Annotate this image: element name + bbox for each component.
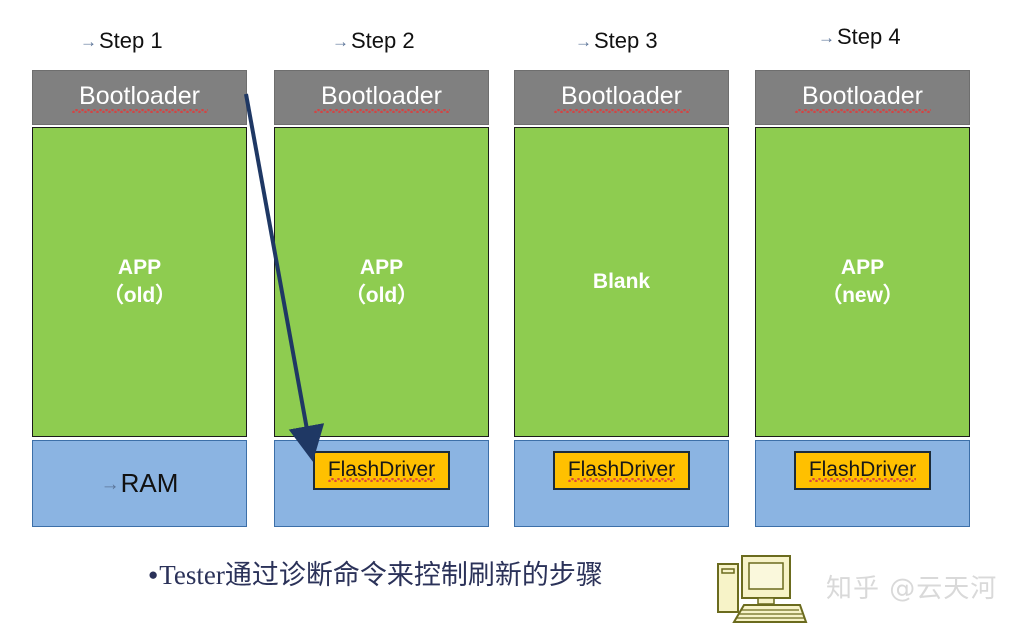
spellcheck-underline-icon (794, 109, 931, 113)
spellcheck-underline-icon (313, 109, 450, 113)
app-label: Blank (592, 269, 651, 293)
flashdriver-label: FlashDriver (567, 458, 676, 481)
step-label-4-text: Step 4 (837, 24, 901, 49)
bootloader-region: Bootloader (755, 70, 970, 125)
arrow-bullet-icon: → (80, 32, 97, 51)
arrow-bullet-icon: → (575, 32, 592, 51)
memory-column-step-2: Bootloader APP （old） FlashDriver (274, 70, 489, 527)
arrow-bullet-icon: → (818, 28, 835, 47)
bootloader-label: Bootloader (561, 82, 682, 110)
ram-label-text: RAM (120, 468, 179, 498)
flashdriver-box: FlashDriver (793, 451, 932, 490)
memory-column-step-1: Bootloader APP （old） →RAM (32, 70, 247, 527)
flashdriver-box: FlashDriver (312, 451, 451, 490)
bullet-icon: ● (148, 565, 159, 584)
ram-region: FlashDriver (274, 440, 489, 527)
step-label-1-text: Step 1 (99, 28, 163, 53)
app-region: APP （new） (755, 127, 970, 437)
bootloader-label: Bootloader (79, 82, 200, 110)
step-label-2-text: Step 2 (351, 28, 415, 53)
app-region: Blank (514, 127, 729, 437)
bootloader-region: Bootloader (514, 70, 729, 125)
arrow-bullet-icon: → (332, 32, 349, 51)
memory-column-step-3: Bootloader Blank FlashDriver (514, 70, 729, 527)
ram-region: FlashDriver (514, 440, 729, 527)
step-label-1: →Step 1 (80, 30, 163, 52)
flashdriver-box: FlashDriver (552, 451, 691, 490)
app-sublabel: （new） (821, 284, 904, 307)
ram-region: FlashDriver (755, 440, 970, 527)
app-sublabel: （old） (344, 284, 419, 307)
ram-label: →RAM (101, 468, 179, 499)
step-label-2: →Step 2 (332, 30, 415, 52)
flashdriver-label: FlashDriver (327, 458, 436, 481)
step-label-4: →Step 4 (818, 26, 901, 48)
bootloader-region: Bootloader (274, 70, 489, 125)
step-label-3-text: Step 3 (594, 28, 658, 53)
spellcheck-underline-icon (808, 478, 917, 482)
caption: ●Tester通过诊断命令来控制刷新的步骤 (148, 562, 603, 589)
app-region: APP （old） (274, 127, 489, 437)
bootloader-label: Bootloader (802, 82, 923, 110)
spellcheck-underline-icon (327, 478, 436, 482)
desktop-computer-icon (717, 555, 808, 623)
ram-region: →RAM (32, 440, 247, 527)
spellcheck-underline-icon (567, 478, 676, 482)
bootloader-region: Bootloader (32, 70, 247, 125)
watermark-text: 知乎 @云天河 (826, 574, 998, 604)
spellcheck-underline-icon (71, 109, 208, 113)
app-label: APP (359, 255, 404, 279)
memory-column-step-4: Bootloader APP （new） FlashDriver (755, 70, 970, 527)
spellcheck-underline-icon (553, 109, 690, 113)
app-label: APP (117, 255, 162, 279)
arrow-bullet-icon: → (100, 474, 120, 495)
bootloader-label: Bootloader (321, 82, 442, 110)
caption-text: Tester通过诊断命令来控制刷新的步骤 (159, 560, 603, 590)
step-label-3: →Step 3 (575, 30, 658, 52)
app-label: APP (840, 255, 885, 279)
flashdriver-label: FlashDriver (808, 458, 917, 481)
app-sublabel: （old） (102, 284, 177, 307)
app-region: APP （old） (32, 127, 247, 437)
